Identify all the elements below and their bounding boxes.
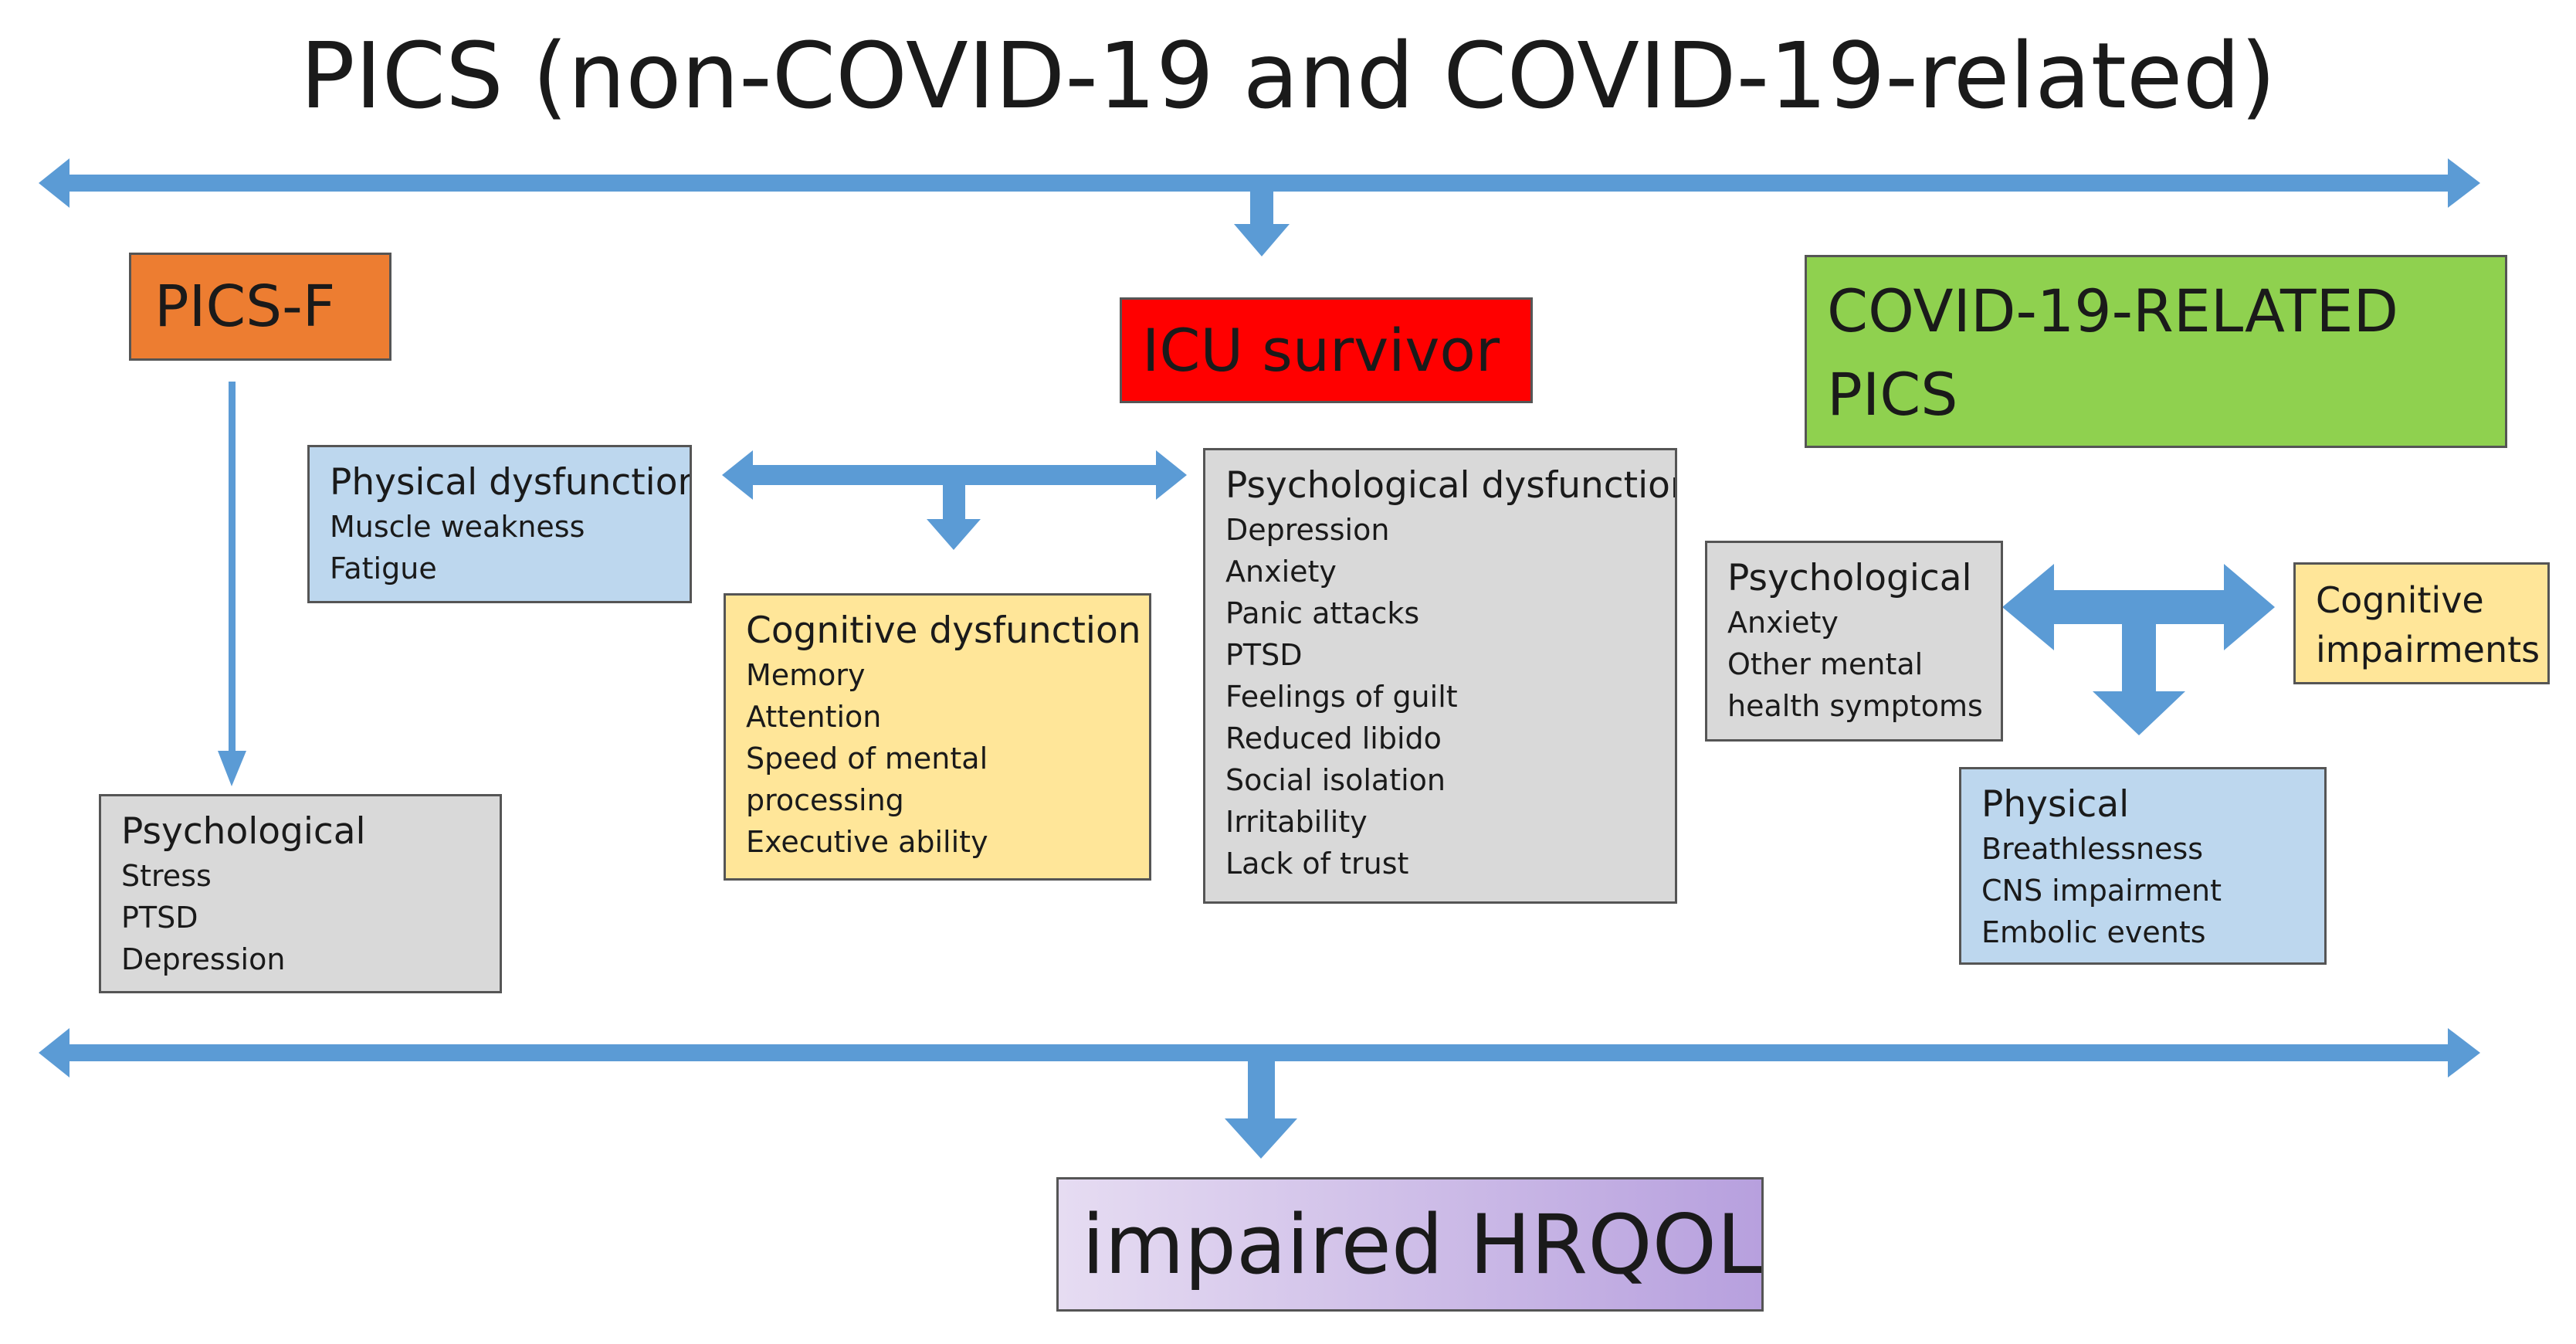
impaired-hrqol-label: impaired HRQOL — [1082, 1196, 1763, 1292]
covid-physical-item: Breathlessness — [1981, 832, 2204, 866]
middle-double-arrow — [722, 450, 1187, 500]
physical-dysfunction-item: Fatigue — [330, 552, 437, 585]
psychological-dysfunction-item: Depression — [1225, 513, 1390, 547]
psychological-dysfunction-item: Reduced libido — [1225, 721, 1442, 755]
cognitive-dysfunction-item: processing — [746, 783, 904, 817]
psychological-dysfunction-item: Feelings of guilt — [1225, 680, 1458, 714]
covid-down-arrow — [2093, 624, 2185, 735]
middle-down-arrow — [927, 485, 981, 550]
physical-dysfunction-heading: Physical dysfunction — [330, 461, 692, 504]
psychological-dysfunction-item: Social isolation — [1225, 763, 1446, 797]
pics-f-box: PICS-F — [129, 253, 391, 361]
covid-cognitive-impairments-box: Cognitive impairments — [2293, 562, 2550, 684]
diagram-title: PICS (non-COVID-19 and COVID-19-related) — [300, 22, 2276, 129]
covid-physical-heading: Physical — [1981, 783, 2130, 826]
psychological-family-heading: Psychological — [121, 810, 366, 853]
cognitive-dysfunction-item: Executive ability — [746, 825, 988, 859]
psychological-dysfunction-item: Anxiety — [1225, 555, 1337, 589]
physical-dysfunction-box: Physical dysfunction Muscle weakness Fat… — [307, 445, 692, 603]
psychological-dysfunction-heading: Psychological dysfunction — [1225, 464, 1677, 507]
cognitive-dysfunction-item: Memory — [746, 658, 866, 692]
covid-psychological-item: Anxiety — [1727, 606, 1839, 640]
covid-cognitive-label-line2: impairments — [2316, 629, 2540, 670]
pics-f-arrowhead — [218, 751, 246, 786]
covid-related-pics-box: COVID-19-RELATED PICS — [1805, 255, 2507, 448]
pics-f-label: PICS-F — [154, 273, 336, 340]
psychological-dysfunction-item: Lack of trust — [1225, 847, 1409, 881]
cognitive-dysfunction-item: Speed of mental — [746, 742, 988, 776]
covid-psychological-heading: Psychological — [1727, 557, 1972, 599]
psychological-family-item: Depression — [121, 942, 286, 976]
covid-physical-item: CNS impairment — [1981, 874, 2222, 908]
top-down-arrow — [1234, 192, 1290, 256]
psychological-family-item: Stress — [121, 859, 212, 893]
top-double-arrow — [39, 158, 2480, 208]
psychological-family-item: PTSD — [121, 901, 198, 935]
psychological-dysfunction-item: Irritability — [1225, 805, 1368, 839]
icu-survivor-label: ICU survivor — [1142, 316, 1500, 385]
covid-physical-box: Physical Breathlessness CNS impairment E… — [1959, 767, 2327, 965]
cognitive-dysfunction-heading: Cognitive dysfunction — [746, 609, 1141, 652]
psychological-dysfunction-box: Psychological dysfunction Depression Anx… — [1203, 448, 1677, 904]
covid-physical-item: Embolic events — [1981, 915, 2206, 949]
covid-psychological-item: Other mental — [1727, 647, 1924, 681]
psychological-dysfunction-item: PTSD — [1225, 638, 1303, 672]
cognitive-dysfunction-item: Attention — [746, 700, 882, 734]
pics-f-stem — [229, 382, 236, 752]
psychological-dysfunction-item: Panic attacks — [1225, 596, 1420, 630]
covid-cognitive-label-line1: Cognitive — [2316, 579, 2484, 621]
psychological-family-box: Psychological Stress PTSD Depression — [99, 794, 502, 993]
covid-psychological-box: Psychological Anxiety Other mental healt… — [1705, 541, 2003, 742]
impaired-hrqol-box: impaired HRQOL — [1056, 1177, 1764, 1312]
physical-dysfunction-item: Muscle weakness — [330, 510, 585, 544]
covid-psychological-item: health symptoms — [1727, 689, 1983, 723]
cognitive-dysfunction-box: Cognitive dysfunction Memory Attention S… — [724, 593, 1151, 881]
covid-double-arrow — [2002, 564, 2275, 650]
icu-survivor-box: ICU survivor — [1120, 297, 1533, 403]
covid-related-pics-label-line1: COVID-19-RELATED — [1827, 277, 2398, 345]
bottom-double-arrow — [39, 1028, 2480, 1078]
bottom-down-arrow — [1225, 1061, 1297, 1159]
covid-related-pics-label-line2: PICS — [1827, 360, 1958, 429]
